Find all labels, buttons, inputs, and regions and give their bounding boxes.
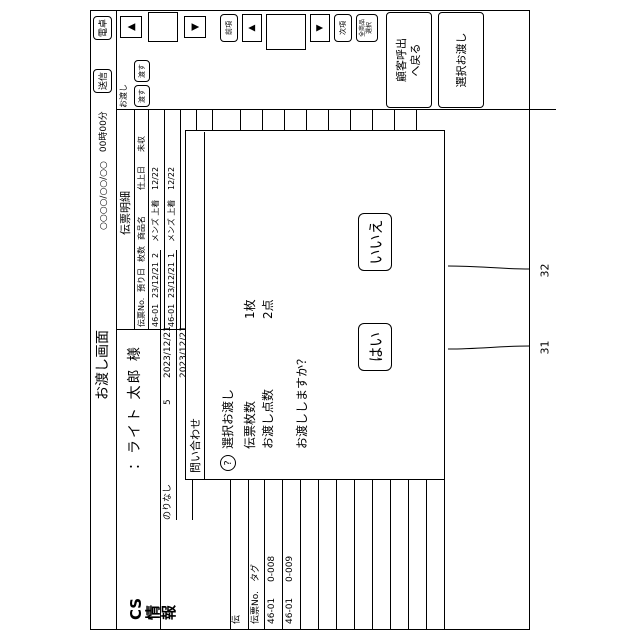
leader-yes [448, 346, 530, 349]
ref-numeral-yes: 31 [539, 341, 552, 355]
ref-numeral-no: 32 [539, 264, 552, 278]
leader-no [448, 266, 530, 269]
